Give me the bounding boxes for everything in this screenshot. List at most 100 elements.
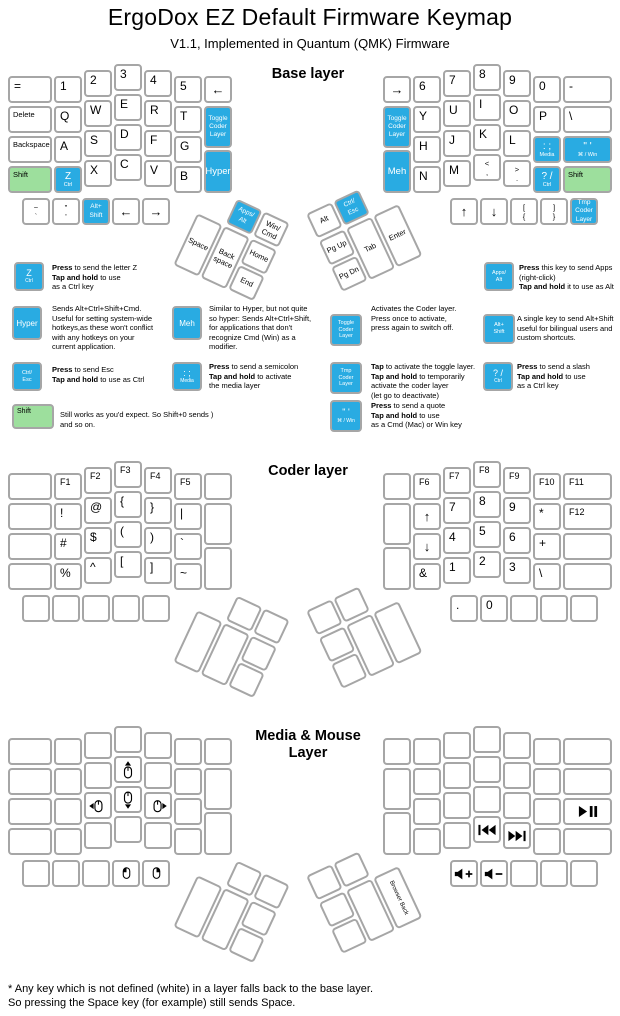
key-label: 4 bbox=[150, 73, 157, 87]
key-ampersand: & bbox=[413, 563, 441, 590]
key-label: < bbox=[484, 158, 490, 168]
key-prev-track bbox=[473, 816, 501, 843]
key-blank bbox=[503, 732, 531, 759]
key-blank bbox=[82, 595, 110, 622]
key-label: Layer bbox=[209, 131, 227, 139]
callout-line: Tap and hold to temporarily bbox=[371, 371, 465, 381]
key-alt-shift: Alt+Shift bbox=[82, 198, 110, 225]
callout-line: modifier. bbox=[209, 342, 238, 351]
key-label: Coder bbox=[388, 122, 406, 130]
key-blank bbox=[8, 473, 52, 500]
key-label: : ; bbox=[183, 367, 191, 378]
key-d: D bbox=[114, 124, 142, 151]
key-blank bbox=[142, 595, 170, 622]
key-label: 1 bbox=[60, 79, 67, 93]
key-label: Enter bbox=[387, 227, 408, 244]
key-r: R bbox=[144, 100, 172, 127]
key-label: Coder bbox=[575, 207, 593, 215]
key-label: Toggle bbox=[208, 114, 228, 122]
key-blank bbox=[204, 768, 232, 810]
key-backslash: \ bbox=[563, 106, 612, 133]
key-blank bbox=[413, 828, 441, 855]
key-4: 4 bbox=[443, 527, 471, 554]
key-label: ' bbox=[65, 211, 67, 221]
key-3: 3 bbox=[114, 64, 142, 91]
callout-line: Tap and hold to use bbox=[371, 410, 440, 420]
key-6: 6 bbox=[413, 76, 441, 103]
key-shift: Shift bbox=[12, 404, 54, 429]
callout-text: Sends Alt+Ctrl+Shift+Cmd.Useful for sett… bbox=[52, 304, 212, 352]
key-caret: ^ bbox=[84, 557, 112, 584]
key-label: Coder bbox=[209, 122, 227, 130]
key-label: Layer bbox=[388, 131, 406, 139]
key-blank bbox=[8, 503, 52, 530]
key-f1: F1 bbox=[54, 473, 82, 500]
layer-title: Media & Mouse Layer bbox=[255, 728, 361, 762]
callout-line: Tap and hold to use as Ctrl bbox=[52, 374, 145, 384]
key-label: F7 bbox=[449, 471, 460, 481]
key-label: P bbox=[539, 109, 548, 123]
key-label: ← bbox=[119, 204, 133, 219]
key-arrow-up: ↑ bbox=[450, 198, 478, 225]
key-ctrl-esc: Ctrl/Esc bbox=[12, 362, 42, 391]
mouse-up-icon bbox=[121, 760, 135, 779]
key-f6: F6 bbox=[413, 473, 441, 500]
key-f12: F12 bbox=[563, 503, 612, 530]
callout-line: useful for bilingual users and bbox=[517, 323, 613, 333]
key-f3: F3 bbox=[114, 461, 142, 488]
key-asterisk: * bbox=[533, 503, 561, 530]
callout-text: Tap to activate the toggle layer.Tap and… bbox=[371, 362, 531, 400]
key-label: J bbox=[449, 133, 455, 147]
key-7: 7 bbox=[443, 70, 471, 97]
key-percent: % bbox=[54, 563, 82, 590]
key-blank bbox=[52, 860, 80, 887]
key-label: F6 bbox=[419, 477, 430, 487]
key-label: A bbox=[60, 139, 69, 153]
key-8: 8 bbox=[473, 491, 501, 518]
key-8: 8 bbox=[473, 64, 501, 91]
key-blank bbox=[510, 860, 538, 887]
key-blank bbox=[510, 595, 538, 622]
key-blank bbox=[114, 816, 142, 843]
key-rbracket-rbrace: ]} bbox=[540, 198, 568, 225]
key-label: 2 bbox=[479, 554, 486, 568]
key-label: Ctrl bbox=[542, 181, 552, 188]
key-label: F2 bbox=[90, 471, 101, 481]
callout-line: with any hotkeys on your bbox=[52, 332, 135, 342]
key-label: End bbox=[238, 275, 255, 290]
key-lt-comma: <, bbox=[473, 154, 501, 181]
key-m: M bbox=[443, 160, 471, 187]
key-blank bbox=[54, 738, 82, 765]
key-label: { bbox=[522, 211, 526, 221]
key-label: ↓ bbox=[490, 204, 498, 219]
layer-title: Coder layer bbox=[268, 463, 348, 479]
key-label: Ctrl bbox=[63, 181, 73, 188]
callout-line: (let go to deactivate) bbox=[371, 390, 439, 400]
callout-text: Press this key to send Apps(right-click)… bbox=[519, 263, 620, 292]
key-label: ~ bbox=[33, 202, 39, 212]
key-quote: " '⌘ / Win bbox=[563, 136, 612, 163]
key-g: G bbox=[174, 136, 202, 163]
callout-line: Still works as you'd expect. So Shift+0 … bbox=[60, 410, 214, 429]
key-label: N bbox=[419, 169, 428, 183]
key-label: 0 bbox=[539, 79, 546, 93]
key-label: @ bbox=[90, 500, 103, 514]
key-label: Z bbox=[26, 267, 32, 278]
callout-line: Press to send a quote bbox=[371, 401, 446, 410]
key-9: 9 bbox=[503, 70, 531, 97]
key-blank bbox=[443, 762, 471, 789]
key-label: [ bbox=[522, 202, 526, 212]
key-f2: F2 bbox=[84, 467, 112, 494]
key-label: F4 bbox=[150, 471, 161, 481]
key-t: T bbox=[174, 106, 202, 133]
key-label: ↑ bbox=[423, 509, 431, 524]
key-label: H bbox=[419, 139, 428, 153]
callout-line: Similar to Hyper, but not quite bbox=[209, 304, 308, 313]
key-label: | bbox=[180, 506, 184, 520]
key-arrow-down: ↓ bbox=[413, 533, 441, 560]
